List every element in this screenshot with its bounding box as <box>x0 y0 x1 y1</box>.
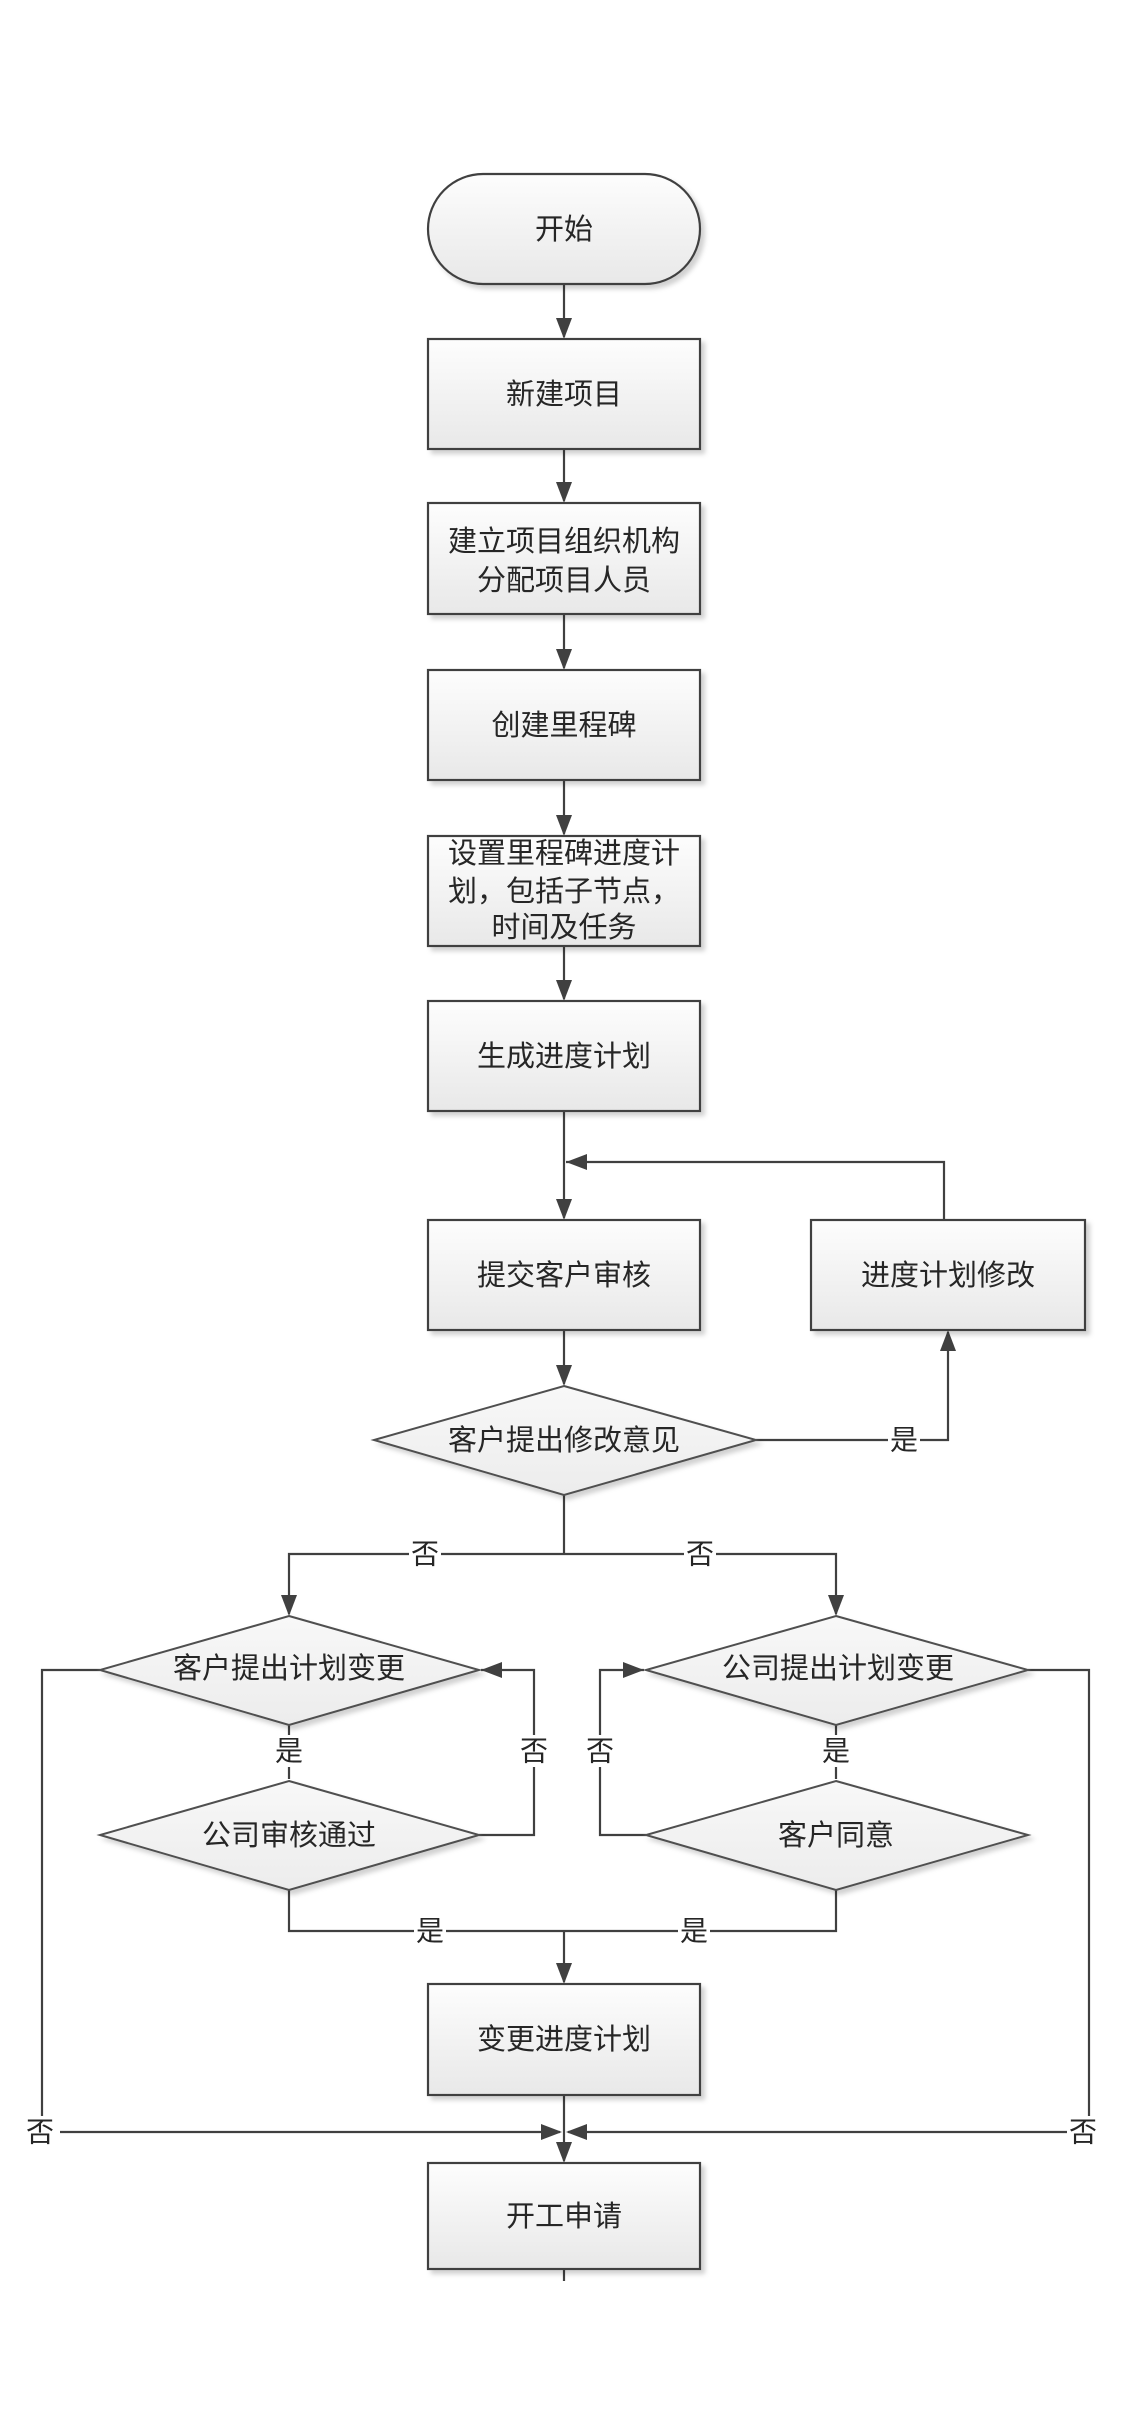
arrowhead-icon <box>556 2142 572 2163</box>
arrowheads <box>281 318 956 2163</box>
node-start-work[interactable] <box>426 2161 702 2271</box>
node-set-schedule-line-1: 设置里程碑进度计 <box>448 836 680 870</box>
arrowhead-icon <box>556 1963 572 1984</box>
edge-label-clientchange-no: 否 <box>26 2116 54 2149</box>
node-new-project-label: 新建项目 <box>506 377 622 411</box>
edge-label-clientchange-yes: 是 <box>275 1735 303 1768</box>
edge-labels: 是 否 否 是 否 是 否 是 是 否 否 <box>24 1424 1103 2149</box>
node-set-schedule-line-3: 时间及任务 <box>491 910 636 944</box>
node-company-approve[interactable] <box>96 1779 483 1892</box>
node-client-agree-label: 客户同意 <box>778 1818 894 1852</box>
node-create-milestone[interactable] <box>426 668 702 782</box>
arrowhead-icon <box>940 1330 956 1351</box>
node-submit-review[interactable] <box>426 1218 702 1332</box>
node-set-schedule-line-2: 划，包括子节点， <box>448 874 680 908</box>
node-company-approve-label: 公司审核通过 <box>202 1818 376 1852</box>
arrowhead-icon <box>541 2124 562 2140</box>
arrowhead-icon <box>481 1662 502 1678</box>
edge-companychange-no-startwork <box>568 1668 1091 2134</box>
edge-label-approve-yes: 是 <box>416 1915 444 1948</box>
node-new-project[interactable] <box>426 337 702 451</box>
node-client-change-label: 客户提出计划变更 <box>173 1651 405 1685</box>
node-org-setup-line-1: 建立项目组织机构 <box>448 524 680 558</box>
edge-label-agree-no: 否 <box>586 1735 614 1768</box>
node-change-schedule[interactable] <box>426 1982 702 2097</box>
node-company-change-label: 公司提出计划变更 <box>722 1651 954 1685</box>
edge-clientchange-no-startwork <box>40 1668 560 2134</box>
edge-label-feedback-yes: 是 <box>890 1424 918 1457</box>
edge-approve-yes-merge <box>287 1890 838 1933</box>
node-start-label: 开始 <box>535 212 593 246</box>
node-org-setup-line-2: 分配项目人员 <box>477 563 651 597</box>
node-gen-schedule[interactable] <box>426 999 702 1113</box>
arrowhead-icon <box>828 1595 844 1616</box>
arrowhead-icon <box>556 1365 572 1386</box>
arrowhead-icon <box>566 1154 587 1170</box>
edge-label-approve-no: 否 <box>520 1735 548 1768</box>
node-modify-schedule-label: 进度计划修改 <box>861 1258 1035 1292</box>
edge-modify-loop <box>566 1160 946 1220</box>
edge-feedback-yes-modify <box>756 1332 950 1442</box>
arrowhead-icon <box>556 318 572 339</box>
node-company-change[interactable] <box>642 1614 1032 1727</box>
node-start-work-label: 开工申请 <box>506 2199 622 2233</box>
edge-no-right-companychange <box>564 1552 838 1614</box>
arrowhead-icon <box>281 1595 297 1616</box>
edge-label-agree-yes: 是 <box>680 1915 708 1948</box>
node-org-setup[interactable] <box>426 501 702 616</box>
node-client-feedback-label: 客户提出修改意见 <box>448 1423 680 1457</box>
edge-label-companychange-yes: 是 <box>822 1735 850 1768</box>
node-create-milestone-label: 创建里程碑 <box>491 708 636 742</box>
node-submit-review-label: 提交客户审核 <box>477 1258 651 1292</box>
node-set-schedule[interactable] <box>426 834 702 948</box>
edge-label-companychange-no: 否 <box>1069 2116 1097 2149</box>
node-start[interactable] <box>426 172 702 286</box>
arrowhead-icon <box>556 482 572 503</box>
arrowhead-icon <box>556 815 572 836</box>
arrowhead-icon <box>556 1199 572 1220</box>
arrowhead-icon <box>623 1662 644 1678</box>
edge-label-no-right: 否 <box>686 1538 714 1571</box>
arrowhead-icon <box>556 649 572 670</box>
edge-no-left-clientchange <box>287 1552 564 1614</box>
node-client-agree[interactable] <box>642 1779 1032 1892</box>
arrowhead-icon <box>556 980 572 1001</box>
node-client-feedback[interactable] <box>370 1384 760 1497</box>
edge-label-no-left: 否 <box>411 1538 439 1571</box>
node-gen-schedule-label: 生成进度计划 <box>477 1039 651 1073</box>
node-client-change[interactable] <box>96 1614 483 1727</box>
arrowhead-icon <box>566 2124 587 2140</box>
node-modify-schedule[interactable] <box>809 1218 1087 1332</box>
node-change-schedule-label: 变更进度计划 <box>477 2022 651 2056</box>
